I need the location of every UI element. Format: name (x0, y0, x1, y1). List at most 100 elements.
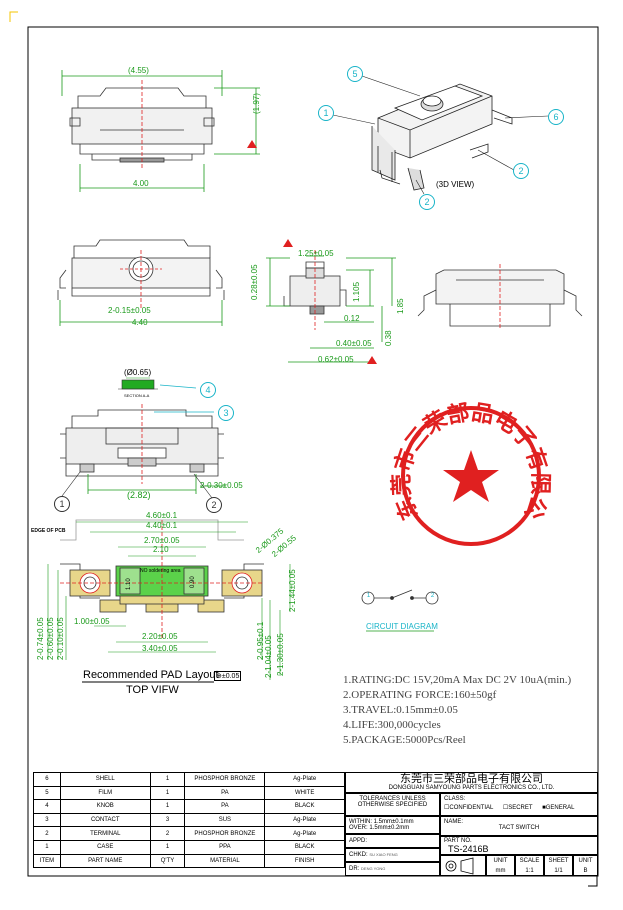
label-no-solder: NO soldering area (140, 568, 181, 574)
bom-cell: KNOB (59, 799, 151, 814)
title-sheet: SHEET 1/1 (544, 855, 573, 876)
bom-cell: 1 (149, 772, 186, 787)
tol-line-4: OVER: 1.5mm±0.2mm (349, 825, 410, 831)
title-unit2: UNIT B (573, 855, 598, 876)
callout-6: 6 (548, 109, 564, 125)
bom-cell: PA (184, 785, 266, 801)
dim-pcb-340: 3.40±0.05 (142, 644, 178, 653)
unit-value: mm (495, 868, 506, 874)
dim-side-012: 0.12 (344, 314, 360, 323)
bom-header-cell: Q'TY (149, 853, 186, 869)
bom-cell: CONTACT (59, 812, 151, 828)
bom-cell: BLACK (264, 799, 345, 814)
dim-top-base: 4.00 (133, 179, 149, 188)
class-options: ☐CONFIDENTIAL ☐SECRET ■GENERAL (444, 804, 597, 811)
tol-line-3: WITHIN: 1.5mm±0.1mm (349, 819, 414, 825)
chkd-label: CHKD: (349, 852, 368, 858)
label-section-a-a: SECTION A-A (124, 393, 150, 398)
dim-bottom-pad: 2-0.30±0.05 (200, 481, 243, 490)
dim-side-knob: 1.25±0.05 (298, 249, 334, 258)
dim-front-pad: 2-0.15±0.05 (108, 306, 151, 315)
bom-cell: 2 (33, 826, 61, 841)
title-unit: UNIT mm (486, 855, 515, 876)
bom-cell: 5 (33, 785, 61, 801)
part-no-label: PART NO. (444, 838, 472, 844)
title-part-no: PART NO. TS-2416B (440, 836, 598, 855)
spec-5: 5.PACKAGE:5000Pcs/Reel (343, 734, 466, 746)
bom-cell: CASE (59, 839, 151, 855)
part-no-value: TS-2416B (448, 844, 489, 854)
bottom-view (60, 404, 226, 494)
sheet-border (27, 26, 599, 877)
dim-pcb-110: 1.10 (126, 578, 132, 590)
dim-pcb-090: 0.90 (190, 576, 196, 588)
bom-cell: Ag-Plate (264, 812, 345, 828)
callout-4: 4 (200, 382, 216, 398)
bom-header-cell: ITEM (33, 853, 61, 869)
title-scale: SCALE 1:1 (515, 855, 544, 876)
dim-pcb-left2: 2-0.60±0.05 (46, 617, 55, 660)
callout-1: 1 (318, 105, 334, 121)
callout-2c: 2 (206, 497, 222, 513)
bom-cell: Ag-Plate (264, 826, 345, 841)
callout-2b: 2 (419, 194, 435, 210)
tol-line-2: OTHERWISE SPECIFIED (357, 802, 428, 808)
title-tolerance-values: WITHIN: 1.5mm±0.1mm OVER: 1.5mm±0.2mm (345, 816, 440, 834)
bom-cell: WHITE (264, 785, 345, 801)
title-dr: DR: DENG YONG (345, 862, 440, 876)
circuit-terminal-1: 1 (366, 593, 371, 599)
company-cn: 东莞市三荣部品电子有限公司 (400, 772, 543, 785)
bom-cell: 6 (33, 772, 61, 787)
dim-top-height: (1.97) (252, 93, 261, 114)
layout-tolerance: ⊕±0.05 (214, 671, 242, 681)
bom-cell: 1 (33, 839, 61, 855)
view-3d (371, 83, 513, 191)
circuit-diagram-label: CIRCUIT DIAGRAM (366, 622, 438, 631)
label-edge-of-pcb: EDGE OF PCB (31, 528, 66, 534)
scale-label: SCALE (519, 858, 540, 864)
sheet-label: SHEET (548, 858, 569, 864)
dim-side-height-left: 0.28±0.05 (250, 264, 259, 300)
dr-name: DENG YONG (361, 866, 386, 871)
bom-cell: 2 (149, 826, 186, 841)
bom-cell: 1 (149, 785, 186, 801)
title-projection (440, 855, 486, 876)
tol-line-1: TOLERANCES UNLESS (359, 796, 426, 802)
bom-cell: PHOSPHOR BRONZE (184, 772, 266, 787)
callout-2a: 2 (513, 163, 529, 179)
section-a-a (118, 377, 158, 390)
class-secret: ☐SECRET (502, 805, 533, 811)
title-tolerances: TOLERANCES UNLESS OTHERWISE SPECIFIED (345, 793, 440, 816)
dim-pcb-270: 2.70±0.05 (144, 536, 180, 545)
bom-cell: 3 (149, 812, 186, 828)
bom-cell: Ag-Plate (264, 772, 345, 787)
dim-top-width: (4.55) (128, 66, 149, 75)
dim-pcb-460: 4.60±0.1 (146, 511, 178, 520)
class-label: CLASS: (444, 796, 466, 802)
bom-header-cell: MATERIAL (184, 853, 266, 869)
title-appd: APPD: (345, 834, 440, 848)
bom-cell: PPA (184, 839, 266, 855)
callout-5: 5 (347, 66, 363, 82)
unit2-label: UNIT (578, 858, 593, 864)
dim-bottom-282: (2.82) (127, 490, 151, 500)
side-view (266, 250, 396, 363)
bom-cell: 1 (149, 799, 186, 814)
layout-title: Recommended PAD Layout (83, 669, 219, 681)
chkd-name: SU XIAO FENG (369, 852, 398, 857)
class-general: ■GENERAL (542, 805, 575, 811)
spec-1: 1.RATING:DC 15V,20mA Max DC 2V 10uA(min.… (343, 674, 572, 686)
bom-cell: TERMINAL (59, 826, 151, 841)
dim-side-105: 1.105 (352, 281, 361, 302)
top-view (61, 70, 260, 192)
circuit-terminal-2: 2 (430, 593, 435, 599)
dim-pcb-left3: 2-0.10±0.05 (56, 617, 65, 660)
callout-3: 3 (218, 405, 234, 421)
bom-cell: SHELL (59, 772, 151, 787)
dr-label: DR: (349, 866, 360, 872)
